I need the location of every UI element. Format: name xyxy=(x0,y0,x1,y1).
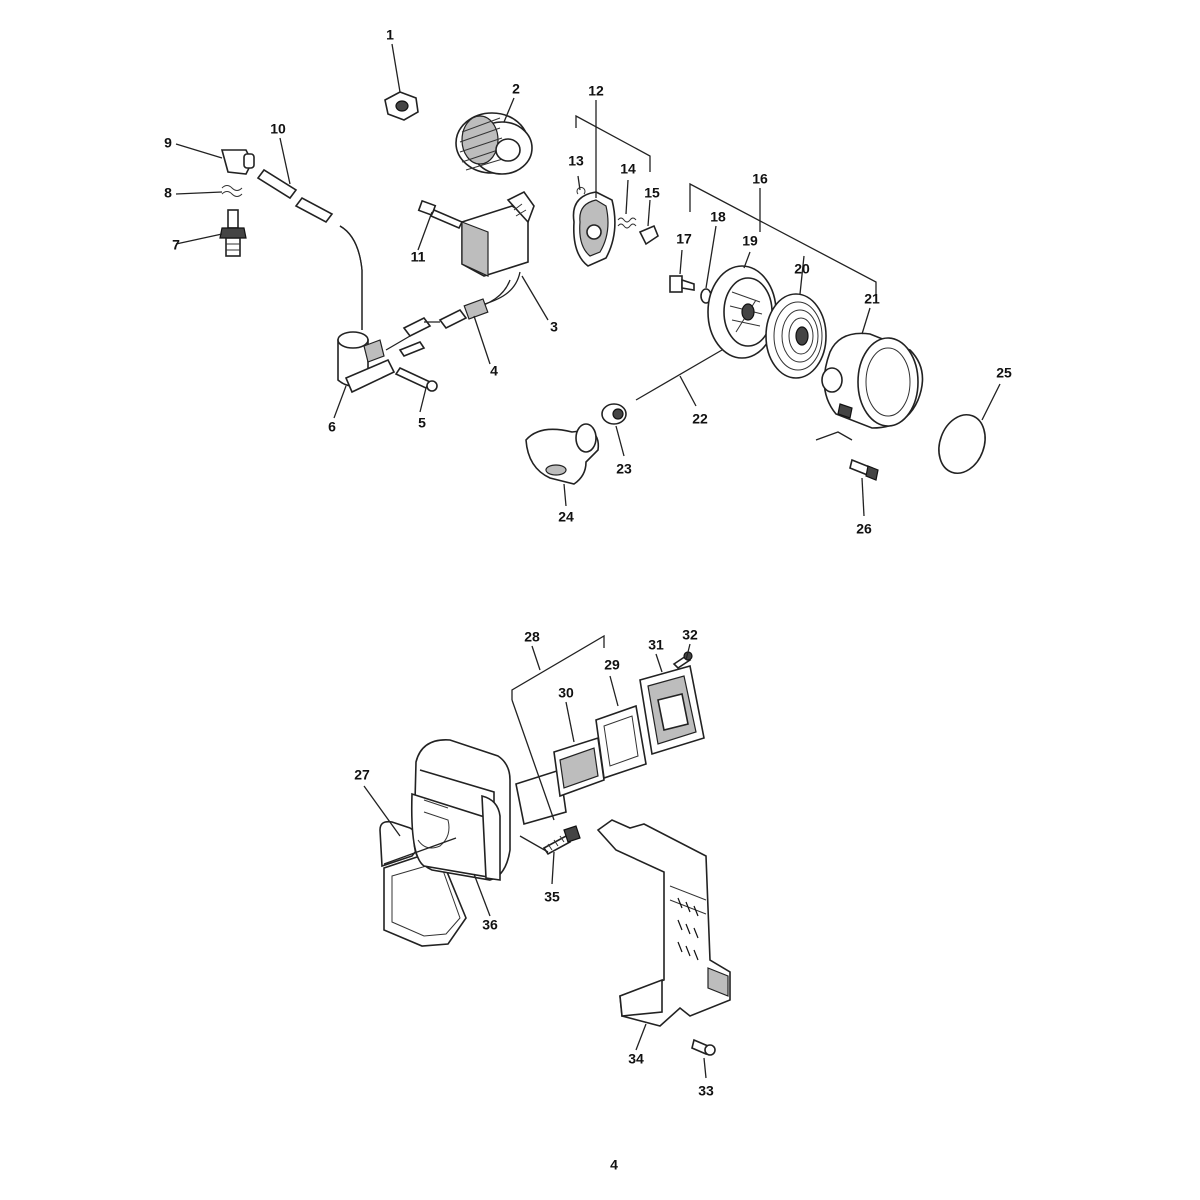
callout-11: 11 xyxy=(411,249,426,265)
callout-3: 3 xyxy=(550,319,558,335)
callout-labels: 1 2 3 4 5 6 7 8 9 10 11 12 13 14 15 16 1… xyxy=(164,27,1012,1099)
leader-lines xyxy=(175,43,1001,1079)
callout-13: 13 xyxy=(568,153,584,169)
callout-10: 10 xyxy=(270,121,286,137)
callout-17: 17 xyxy=(676,231,692,247)
part-13-clip xyxy=(576,186,586,195)
part-5-screw xyxy=(394,366,438,392)
callout-2: 2 xyxy=(512,81,520,97)
part-21-starter-housing xyxy=(821,332,924,429)
callout-9: 9 xyxy=(164,135,172,151)
part-10-lead-tubes xyxy=(256,168,363,330)
callout-12: 12 xyxy=(588,83,604,99)
part-31-spark-arrestor xyxy=(639,664,705,756)
part-20-recoil-spring xyxy=(765,293,827,379)
callout-5: 5 xyxy=(418,415,426,431)
callout-7: 7 xyxy=(172,237,180,253)
part-34-muffler-shield xyxy=(596,819,731,1027)
part-11-bolt xyxy=(417,199,464,230)
part-12-pawl-housing xyxy=(572,191,616,267)
part-6-ignition-coil xyxy=(337,331,396,394)
part-2-flywheel xyxy=(455,112,533,175)
callout-23: 23 xyxy=(616,461,632,477)
part-1-nut xyxy=(384,91,419,121)
callout-14: 14 xyxy=(620,161,636,177)
callout-21: 21 xyxy=(864,291,880,307)
callout-1: 1 xyxy=(386,27,394,43)
callout-34: 34 xyxy=(628,1051,644,1067)
callout-22: 22 xyxy=(692,411,708,427)
part-24-starter-handle xyxy=(525,423,600,485)
part-8-spring xyxy=(221,185,243,197)
part-4-wire-harness xyxy=(385,298,489,357)
callout-4: 4 xyxy=(490,363,498,379)
callout-32: 32 xyxy=(682,627,698,643)
part-9-spark-plug-boot xyxy=(220,149,255,175)
callout-33: 33 xyxy=(698,1083,714,1099)
part-22-starter-rope xyxy=(635,349,723,401)
callout-18: 18 xyxy=(710,209,726,225)
callout-6: 6 xyxy=(328,419,336,435)
part-25-o-ring xyxy=(938,414,986,474)
part-35-bolt xyxy=(542,825,581,856)
callout-35: 35 xyxy=(544,889,560,905)
callout-30: 30 xyxy=(558,685,574,701)
part-29-gasket xyxy=(595,704,647,780)
callout-26: 26 xyxy=(856,521,872,537)
callout-16: 16 xyxy=(752,171,768,187)
callout-25: 25 xyxy=(996,365,1012,381)
part-15-pawl xyxy=(638,224,659,246)
part-14-spring xyxy=(617,217,637,229)
callout-28: 28 xyxy=(524,629,540,645)
part-7-spark-plug xyxy=(219,209,247,257)
callout-19: 19 xyxy=(742,233,758,249)
callout-29: 29 xyxy=(604,657,620,673)
callout-36: 36 xyxy=(482,917,498,933)
part-30-cover-plate xyxy=(515,736,605,826)
part-23-rope-guide xyxy=(601,403,627,425)
part-26-bolt xyxy=(849,458,879,481)
callout-8: 8 xyxy=(164,185,172,201)
part-3-ignition-module xyxy=(461,190,535,311)
part-36-muffler xyxy=(410,739,511,881)
page-number: 4 xyxy=(610,1157,618,1173)
callout-31: 31 xyxy=(648,637,664,653)
callout-20: 20 xyxy=(794,261,810,277)
callout-15: 15 xyxy=(644,185,660,201)
callout-24: 24 xyxy=(558,509,574,525)
part-17-starter-bolt xyxy=(669,275,695,293)
callout-27: 27 xyxy=(354,767,370,783)
part-33-screw xyxy=(691,1038,716,1056)
